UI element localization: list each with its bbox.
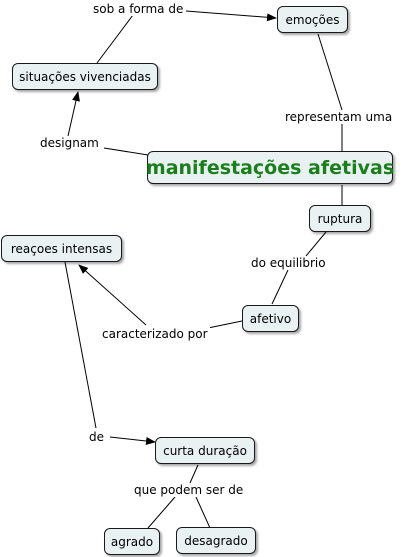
edge-designam-situacoes [67, 91, 80, 137]
edge-equilibrio-afetivo [271, 269, 289, 305]
edge-sobforma-emocoes [185, 10, 277, 22]
concept-emocoes[interactable]: emoções [277, 6, 348, 33]
edge-curta-podemser [189, 464, 199, 484]
link-designam: designam [38, 136, 101, 150]
concept-ruptura[interactable]: ruptura [309, 205, 371, 232]
edge-reacoes-de [64, 261, 97, 429]
link-caracterizado-por: caracterizado por [100, 327, 210, 341]
edge-podemser-desagrado [195, 496, 211, 529]
concept-manifestacoes-afetivas[interactable]: manifestações afetivas [146, 151, 394, 184]
link-que-podem-ser-de: que podem ser de [132, 483, 246, 497]
concept-desagrado[interactable]: desagrado [176, 527, 256, 554]
link-do-equilibrio: do equilibrio [249, 256, 328, 270]
concept-reacoes-intensas[interactable]: reaçoes intensas [1, 235, 122, 262]
edge-de-curta [109, 436, 156, 445]
edge-main-designam [103, 147, 149, 156]
link-sob-a-forma-de: sob a forma de [91, 2, 186, 16]
edge-emocoes-representam [317, 33, 343, 111]
link-de: de [87, 430, 106, 444]
edge-ruptura-equilibrio [305, 231, 327, 257]
edge-afetivo-caracterizado [207, 320, 243, 329]
concept-agrado[interactable]: agrado [104, 528, 160, 555]
edge-situacoes-sobforma [96, 14, 134, 64]
edge-podemser-agrado [147, 496, 176, 529]
link-representam-uma: representam uma [283, 110, 395, 124]
edge-caracterizado-reacoes [78, 264, 147, 326]
concept-afetivo[interactable]: afetivo [242, 305, 299, 332]
concept-curta-duracao[interactable]: curta duração [155, 437, 255, 464]
concept-situacoes-vivenciadas[interactable]: situações vivenciadas [12, 63, 158, 90]
